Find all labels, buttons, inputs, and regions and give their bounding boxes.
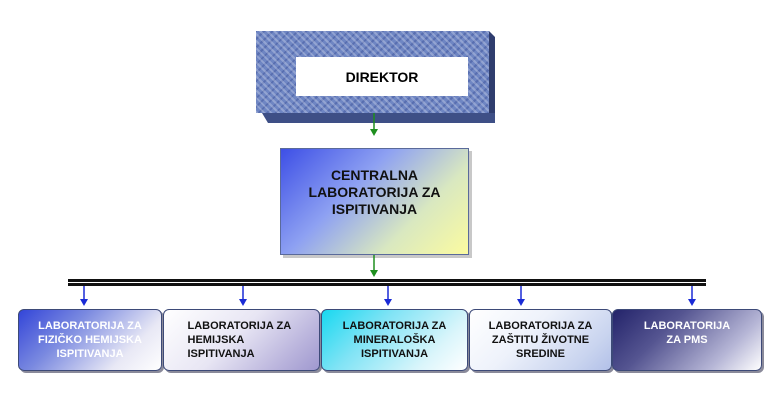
director-label: DIREKTOR	[345, 68, 419, 85]
lab-box-physico-chemical: LABORATORIJA ZA FIZIČKO HEMIJSKA ISPITIV…	[18, 309, 162, 371]
bus-to-lab-1-arrow	[80, 286, 88, 306]
director-box-shadow-bottom	[262, 113, 495, 123]
director-label-box: DIREKTOR	[296, 57, 468, 96]
director-box-shadow-right	[489, 31, 495, 119]
bus-bar-top-line	[68, 279, 706, 282]
bus-to-lab-5-arrow	[688, 286, 696, 306]
lab-label-physico-chemical: LABORATORIJA ZA FIZIČKO HEMIJSKA ISPITIV…	[38, 320, 142, 360]
central-laboratory-label: CENTRALNA LABORATORIJA ZA ISPITIVANJA	[308, 167, 441, 217]
bus-to-lab-2-arrow	[239, 286, 247, 306]
director-to-central-connector	[370, 113, 378, 136]
lab-label-chemical: LABORATORIJA ZA HEMIJSKA ISPITIVANJA	[187, 320, 291, 360]
lab-label-mineralogical: LABORATORIJA ZA MINERALOŠKA ISPITIVANJA	[342, 320, 447, 360]
central-to-bus-connector	[370, 255, 378, 277]
bus-bar-gap	[68, 282, 706, 283]
lab-box-environmental: LABORATORIJA ZA ZAŠTITU ŽIVOTNE SREDINE	[469, 309, 612, 371]
bus-to-lab-4-arrow	[517, 286, 525, 306]
lab-box-chemical: LABORATORIJA ZA HEMIJSKA ISPITIVANJA	[163, 309, 320, 371]
lab-box-pms: LABORATORIJA ZA PMS	[612, 309, 762, 371]
central-laboratory-box: CENTRALNA LABORATORIJA ZA ISPITIVANJA	[280, 148, 469, 255]
lab-label-environmental: LABORATORIJA ZA ZAŠTITU ŽIVOTNE SREDINE	[488, 320, 593, 360]
bus-to-lab-3-arrow	[384, 286, 392, 306]
lab-label-pms: LABORATORIJA ZA PMS	[643, 320, 731, 346]
bus-bar-bottom-line	[68, 283, 706, 286]
lab-box-mineralogical: LABORATORIJA ZA MINERALOŠKA ISPITIVANJA	[321, 309, 468, 371]
